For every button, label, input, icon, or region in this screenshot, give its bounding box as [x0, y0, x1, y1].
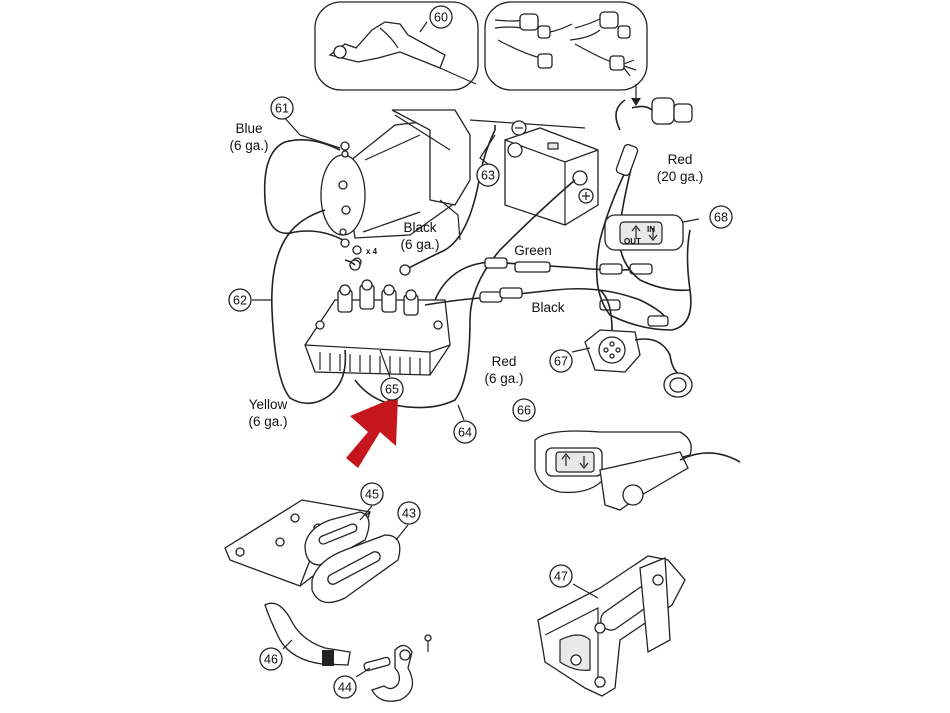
red-label: Red — [492, 354, 517, 369]
inset-arrow-icon — [631, 98, 641, 106]
svg-text:62: 62 — [233, 294, 247, 308]
callout-67: 67 — [549, 349, 573, 373]
svg-text:64: 64 — [458, 426, 472, 440]
svg-text:67: 67 — [554, 355, 568, 369]
svg-text:44: 44 — [338, 681, 352, 695]
black-control-wire — [424, 287, 669, 323]
leader-lines — [252, 21, 700, 678]
switch-out-label: OUT — [624, 237, 641, 246]
black-label: Black — [403, 220, 436, 235]
roller-fairlead — [537, 555, 686, 697]
callout-43: 43 — [397, 501, 421, 525]
red-harness-label: Red — [668, 152, 693, 167]
green-label: Green — [514, 243, 552, 258]
yellow-wire — [271, 209, 347, 405]
clevis-hook — [363, 634, 432, 702]
callout-60: 60 — [429, 5, 453, 29]
svg-text:61: 61 — [275, 102, 289, 116]
pointer-arrow-icon — [346, 396, 398, 468]
callout-65: 65 — [380, 377, 404, 401]
yellow-label: Yellow — [249, 397, 288, 412]
callout-61: 61 — [270, 96, 294, 120]
callout-46: 46 — [259, 647, 283, 671]
black-gauge-label: (6 ga.) — [400, 237, 439, 252]
blue-wire — [263, 139, 344, 241]
plus-terminal-icon — [578, 188, 594, 204]
svg-text:66: 66 — [517, 404, 531, 418]
hawse-fairlead — [311, 534, 401, 604]
svg-text:46: 46 — [264, 653, 278, 667]
svg-text:65: 65 — [385, 383, 399, 397]
callout-63: 63 — [476, 163, 500, 187]
remote-socket — [584, 289, 693, 398]
red-gauge-label: (6 ga.) — [484, 371, 523, 386]
rocker-switch: IN OUT — [604, 214, 684, 251]
inset-box-60 — [314, 1, 479, 91]
handheld-remote — [534, 430, 741, 511]
inset-box-connectors — [484, 1, 648, 91]
switch-in-label: IN — [647, 225, 655, 234]
svg-text:45: 45 — [365, 488, 379, 502]
battery — [504, 127, 599, 226]
hardware-qty-label: x 4 — [366, 247, 378, 256]
svg-text:68: 68 — [714, 211, 728, 225]
contactor-pack — [304, 279, 451, 376]
red-harness-gauge-label: (20 ga.) — [657, 169, 704, 184]
blue-gauge-label: (6 ga.) — [229, 138, 268, 153]
callout-66: 66 — [512, 398, 536, 422]
yellow-gauge-label: (6 ga.) — [248, 414, 287, 429]
svg-text:43: 43 — [402, 507, 416, 521]
callout-47: 47 — [549, 564, 573, 588]
blue-label: Blue — [235, 121, 262, 136]
minus-terminal-icon — [511, 120, 527, 136]
callout-68: 68 — [709, 205, 733, 229]
mounting-plate — [224, 499, 371, 587]
black-wire — [404, 129, 496, 271]
callout-62: 62 — [228, 288, 252, 312]
svg-text:63: 63 — [481, 169, 495, 183]
svg-text:60: 60 — [434, 11, 448, 25]
hook-strap — [264, 602, 351, 666]
black-control-label: Black — [531, 300, 564, 315]
callout-44: 44 — [333, 675, 357, 699]
callout-64: 64 — [453, 420, 477, 444]
svg-text:47: 47 — [554, 570, 568, 584]
callout-45: 45 — [360, 482, 384, 506]
